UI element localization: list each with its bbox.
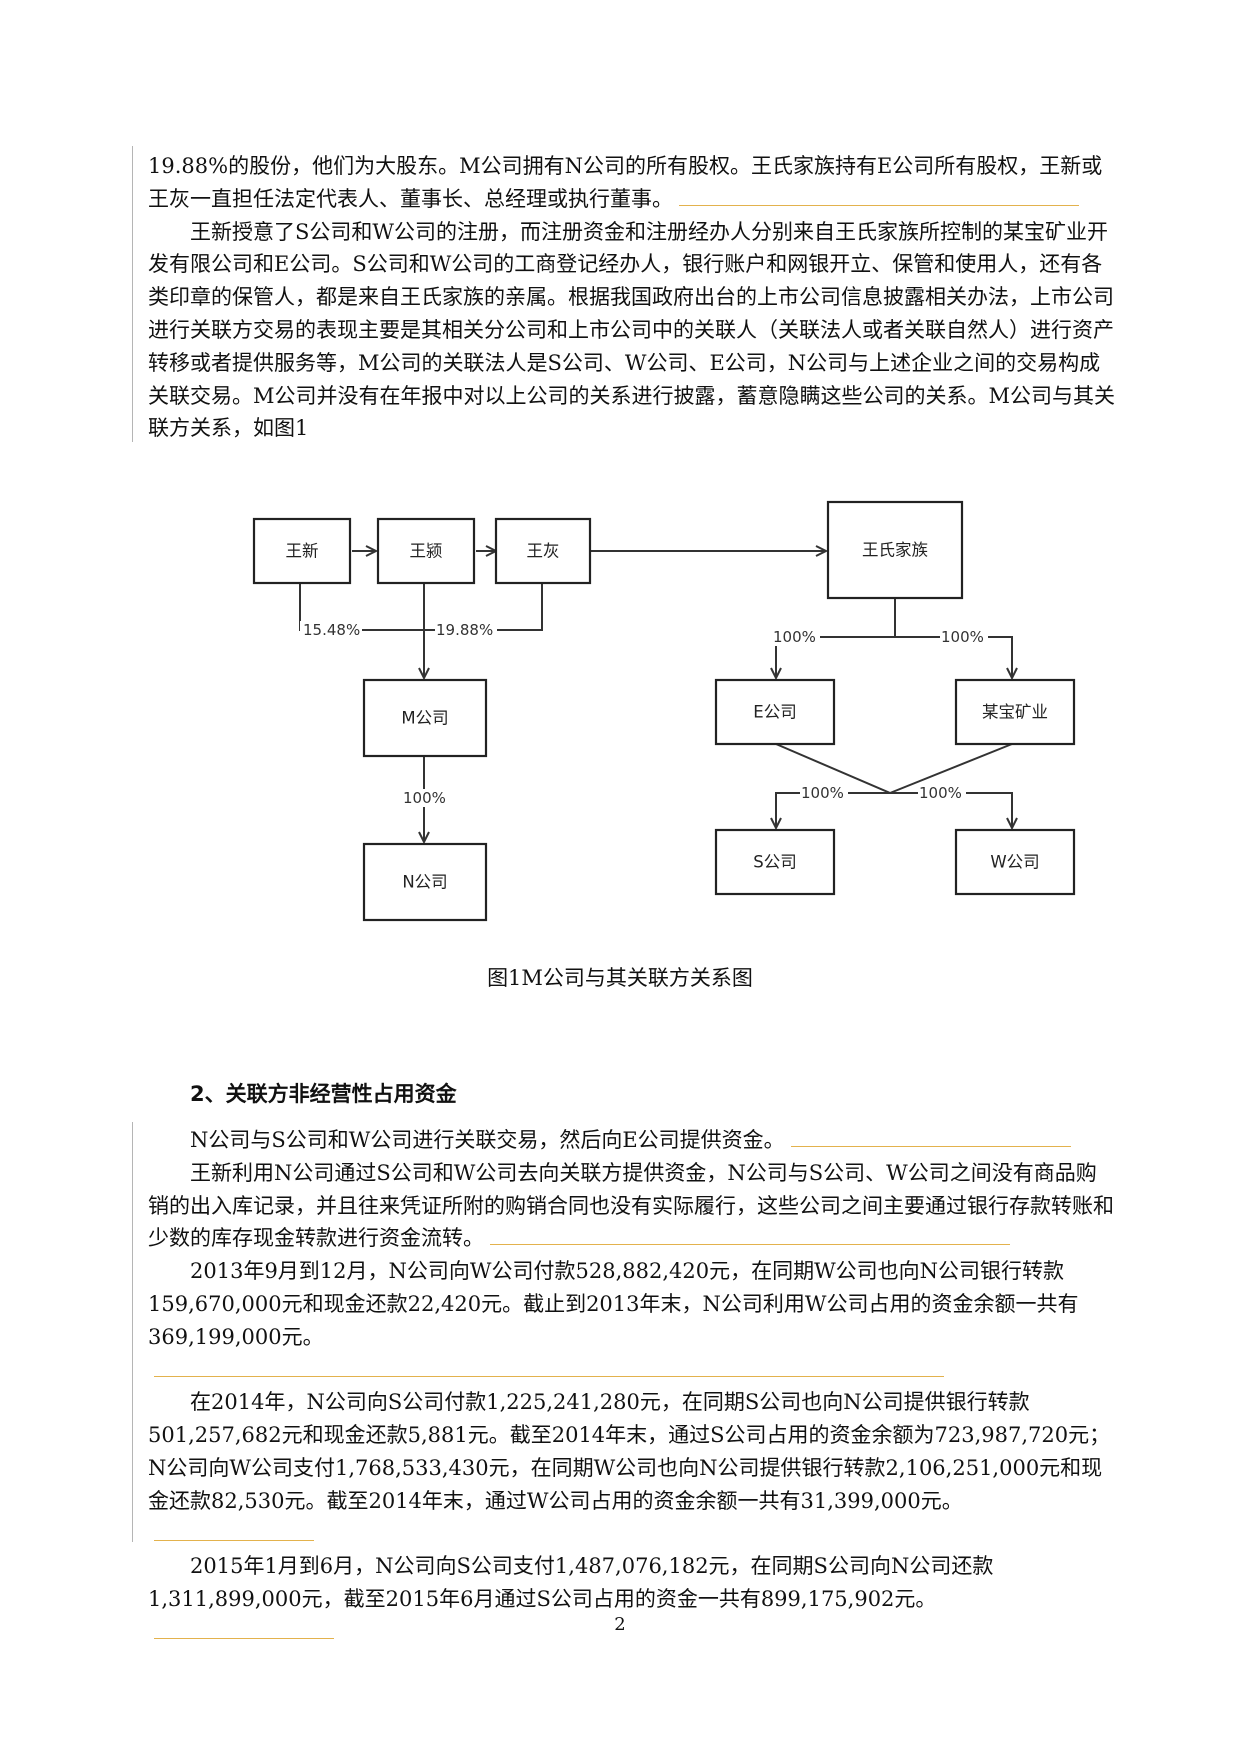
paragraph-2: 王新授意了S公司和W公司的注册，而注册资金和注册经办人分别来自王氏家族所控制的某… — [148, 219, 1116, 441]
node-mining: 某宝矿业 — [954, 678, 1076, 746]
paragraph-1: 19.88%的股份，他们为大股东。M公司拥有N公司的所有股权。王氏家族持有E公司… — [148, 154, 1103, 211]
node-s: S公司 — [714, 828, 836, 896]
node-n: N公司 — [362, 842, 488, 922]
relationship-diagram: 15.48% 19.88% 100% 100% 100% 100% 100% 王… — [252, 500, 1076, 922]
svg-text:王氏家族: 王氏家族 — [862, 541, 928, 560]
figure-caption: 图1M公司与其关联方关系图 — [487, 966, 753, 990]
underline-mark — [154, 1375, 944, 1377]
underline-mark — [679, 204, 1079, 206]
edge-mining-cross — [889, 743, 1013, 794]
label-wanghui-m: 19.88% — [436, 621, 493, 639]
svg-text:M公司: M公司 — [401, 709, 448, 728]
paragraph-7: 2015年1月到6月，N公司向S公司支付1,487,076,182元，在同期S公… — [148, 1550, 1116, 1648]
edge-to-s — [776, 792, 890, 828]
node-e: E公司 — [714, 678, 836, 746]
node-family: 王氏家族 — [826, 500, 964, 600]
label-to-w: 100% — [919, 784, 962, 802]
node-wangxin: 王新 — [252, 517, 352, 585]
top-text-block: 19.88%的股份，他们为大股东。M公司拥有N公司的所有股权。王氏家族持有E公司… — [148, 150, 1116, 445]
edge-family-mining — [895, 636, 1012, 678]
node-m: M公司 — [362, 678, 488, 758]
svg-text:S公司: S公司 — [753, 853, 796, 872]
label-wangxin-m: 15.48% — [303, 621, 360, 639]
section-heading: 2、关联方非经营性占用资金 — [190, 1082, 457, 1106]
underline-mark — [490, 1244, 1010, 1246]
svg-text:W公司: W公司 — [990, 853, 1039, 872]
svg-text:E公司: E公司 — [753, 703, 796, 722]
node-w: W公司 — [954, 828, 1076, 896]
node-wanghui: 王灰 — [494, 517, 592, 585]
label-family-mining: 100% — [941, 628, 984, 646]
label-m-n: 100% — [403, 789, 446, 807]
page-number: 2 — [614, 1614, 626, 1635]
edge-e-cross — [775, 743, 891, 794]
margin-bar-bottom — [132, 1122, 133, 1542]
underline-mark — [154, 1539, 314, 1541]
paragraph-5: 2013年9月到12月，N公司向W公司付款528,882,420元，在同期W公司… — [148, 1255, 1116, 1386]
svg-text:某宝矿业: 某宝矿业 — [982, 703, 1048, 722]
svg-text:王颍: 王颍 — [410, 542, 443, 561]
underline-mark — [790, 1146, 1071, 1147]
bottom-text-block: N公司与S公司和W公司进行关联交易，然后向E公司提供资金。 王新利用N公司通过S… — [148, 1124, 1116, 1649]
paragraph-6: 在2014年，N公司向S公司付款1,225,241,280元，在同期S公司也向N… — [148, 1386, 1116, 1550]
label-to-s: 100% — [801, 784, 844, 802]
margin-bar-top — [132, 146, 133, 442]
svg-text:N公司: N公司 — [402, 873, 447, 892]
label-family-e: 100% — [773, 628, 816, 646]
paragraph-3: N公司与S公司和W公司进行关联交易，然后向E公司提供资金。 — [148, 1124, 1116, 1157]
paragraph-4: 王新利用N公司通过S公司和W公司去向关联方提供资金，N公司与S公司、W公司之间没… — [148, 1160, 1114, 1251]
svg-text:王新: 王新 — [286, 542, 319, 561]
node-wangying: 王颍 — [376, 517, 476, 585]
svg-text:王灰: 王灰 — [527, 542, 560, 561]
underline-mark — [154, 1637, 334, 1639]
